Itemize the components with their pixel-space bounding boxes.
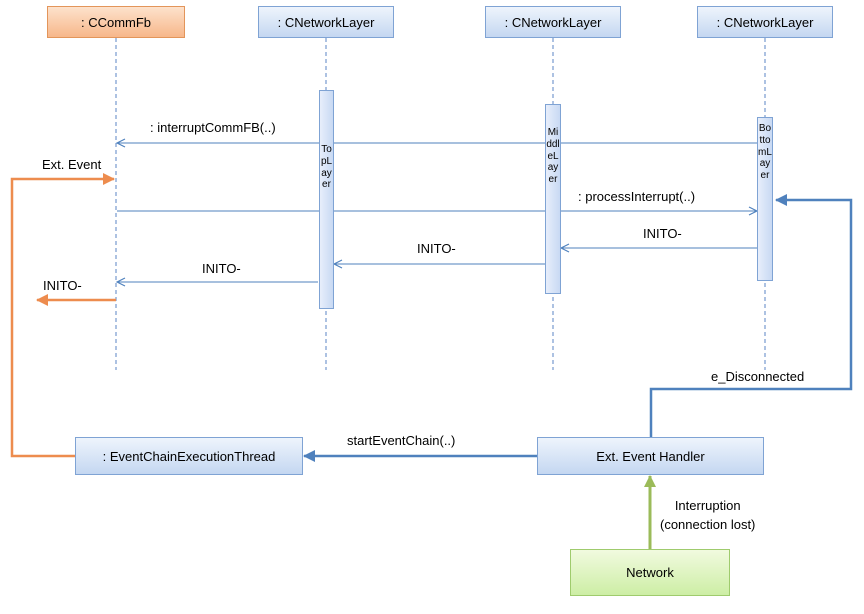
msg-inito-middle-top-label: INITO-	[417, 241, 456, 256]
event-chain-thread-box: : EventChainExecutionThread	[75, 437, 303, 475]
activation-bottom-layer-label: BottomLayer	[758, 123, 772, 182]
ext-event-handler-label: Ext. Event Handler	[596, 448, 705, 464]
lifeline-head-network-middle: : CNetworkLayer	[485, 6, 621, 38]
lifeline-head-network-top: : CNetworkLayer	[258, 6, 394, 38]
msg-inito-top-comm-label: INITO-	[202, 261, 241, 276]
lifeline-head-network-bottom: : CNetworkLayer	[697, 6, 833, 38]
network-box: Network	[570, 549, 730, 596]
ext-event-handler-box: Ext. Event Handler	[537, 437, 764, 475]
lifeline-head-ccommfb: : CCommFb	[47, 6, 185, 38]
event-chain-thread-label: : EventChainExecutionThread	[102, 448, 276, 464]
activation-middle-layer: MiddleLayer	[545, 104, 561, 294]
inito-out-label: INITO-	[43, 278, 82, 293]
lifeline-head-network-top-label: : CNetworkLayer	[277, 14, 375, 30]
disconnected-label: e_Disconnected	[711, 369, 805, 384]
ext-event-arrow	[10, 173, 115, 458]
start-chain-label: startEventChain(..)	[347, 433, 456, 448]
activation-bottom-layer: BottomLayer	[757, 117, 773, 281]
disconnected-arrow	[649, 194, 853, 437]
activation-top-layer: TopLayer	[319, 90, 334, 309]
lifeline-head-ccommfb-label: : CCommFb	[80, 14, 152, 30]
activation-top-layer-label: TopLayer	[320, 144, 333, 191]
lifeline-head-network-middle-label: : CNetworkLayer	[504, 14, 602, 30]
lifeline-head-network-bottom-label: : CNetworkLayer	[716, 14, 814, 30]
interruption-label: Interruption (connection lost)	[660, 498, 756, 532]
msg-process-label: : processInterrupt(..)	[578, 189, 696, 204]
network-label: Network	[626, 565, 674, 580]
msg-interrupt-label: : interruptCommFB(..)	[150, 120, 276, 135]
msg-inito-bottom-middle-label: INITO-	[643, 226, 682, 241]
activation-middle-layer-label: MiddleLayer	[546, 127, 560, 186]
ext-event-label: Ext. Event	[42, 157, 102, 172]
